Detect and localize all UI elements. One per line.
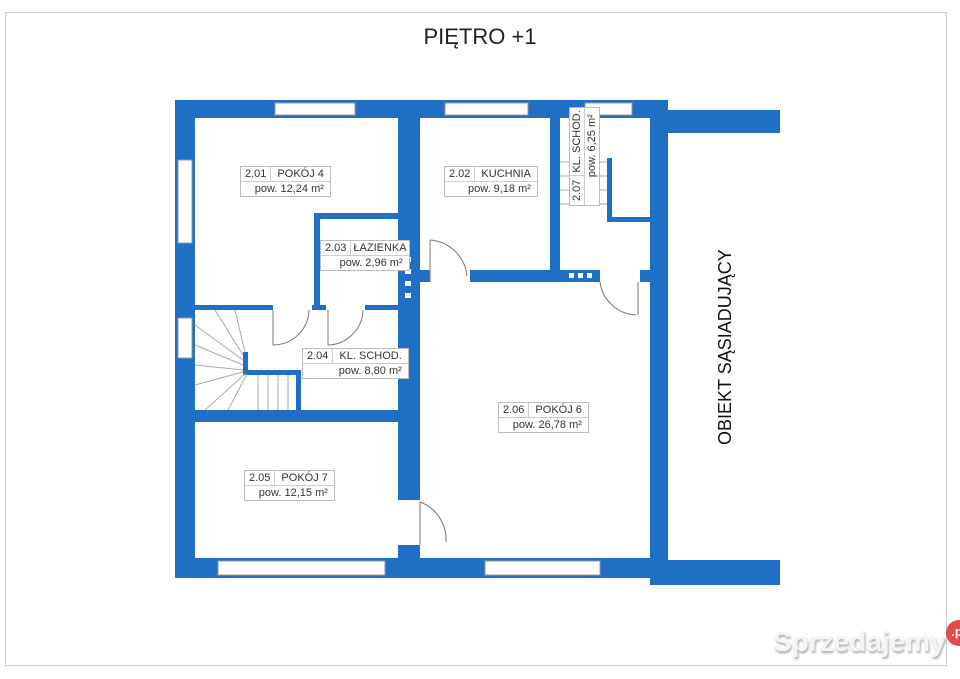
room-label-2-02: 2.02 KUCHNIA pow. 9,18 m²	[444, 166, 538, 197]
wall-stair-bottom-a	[195, 305, 273, 310]
room-label-2-05: 2.05 POKÓJ 7 pow. 12,15 m²	[244, 470, 335, 501]
room-name: ŁAZIENKA	[353, 242, 407, 254]
window	[177, 159, 193, 244]
room-area: pow. 6,25 m²	[586, 114, 598, 178]
wall-lazienka-left	[314, 213, 320, 305]
wall-neighbor-bottom	[650, 560, 780, 585]
door-stair207	[599, 281, 639, 316]
window	[274, 102, 356, 116]
wall-right	[650, 100, 668, 585]
plan-line	[405, 281, 411, 286]
plan-line	[405, 269, 411, 274]
room-number: 2.07	[570, 174, 584, 205]
room-number: 2.06	[499, 403, 530, 417]
wall-stair207-right-stub	[640, 270, 652, 282]
logo-badge: .pl	[945, 620, 960, 646]
room-area: pow. 12,24 m²	[254, 183, 324, 195]
doors	[272, 239, 639, 545]
room-name: KL. SCHOD.	[339, 350, 402, 362]
wall-stair-inner-h	[243, 370, 298, 375]
plan-line	[214, 309, 244, 356]
room-name: POKÓJ 4	[277, 168, 324, 180]
room-label-2-06: 2.06 POKÓJ 6 pow. 26,78 m²	[498, 402, 589, 433]
watermark-logo: Sprzedajemy.pl	[773, 620, 960, 658]
room-number: 2.05	[245, 471, 276, 485]
wall-stair-bottom-c	[365, 305, 400, 310]
room-number: 2.03	[321, 241, 352, 255]
door-kuchnia	[429, 239, 468, 282]
wall-pokoj7-top	[195, 410, 400, 422]
room-area: pow. 12,15 m²	[258, 487, 328, 499]
wall-stair207-inner-h	[607, 217, 652, 222]
wall-kuchnia-stub	[420, 270, 430, 282]
door-lazienka	[327, 309, 364, 346]
room-label-2-04: 2.04 KL. SCHOD. pow. 8,80 m²	[302, 348, 409, 379]
plan-line	[194, 324, 244, 361]
wall-kuchnia-right	[550, 118, 560, 282]
neighbor-building-label: OBIEKT SĄSIADUJĄCY	[715, 249, 735, 445]
plan-line	[194, 371, 244, 386]
room-name: POKÓJ 6	[535, 404, 582, 416]
window	[484, 560, 601, 576]
wall-lazienka-top	[314, 213, 400, 219]
window	[177, 317, 193, 359]
door-pokoj7	[419, 501, 447, 545]
wall-stair207-inner	[607, 158, 612, 220]
wall-neighbor-top	[650, 110, 780, 133]
door-pokoj4	[272, 309, 310, 346]
page-frame	[5, 12, 947, 666]
room-number: 2.02	[445, 167, 476, 181]
plan-line	[569, 273, 574, 278]
room-name: POKÓJ 7	[281, 472, 328, 484]
room-area: pow. 2,96 m²	[339, 257, 403, 269]
room-label-2-01: 2.01 POKÓJ 4 pow. 12,24 m²	[240, 166, 331, 197]
window	[444, 102, 529, 116]
room-area: pow. 9,18 m²	[467, 183, 531, 195]
wall-stair-inner-v2	[296, 370, 301, 410]
plan-line	[587, 273, 592, 278]
room-area: pow. 8,80 m²	[338, 365, 402, 377]
room-number: 2.04	[303, 349, 334, 363]
plan-line	[194, 344, 244, 366]
plan-line	[405, 293, 411, 298]
room-name: KUCHNIA	[481, 168, 531, 180]
plan-line	[227, 373, 248, 411]
wall-kuchnia-bottom	[470, 270, 560, 282]
window	[217, 560, 386, 576]
room-area: pow. 26,78 m²	[512, 419, 582, 431]
plan-line	[204, 373, 246, 411]
wall-stair-bottom-b	[312, 305, 326, 310]
plan-line	[234, 309, 246, 353]
plan-line	[194, 364, 244, 371]
room-name: KL. SCHOD.	[571, 110, 583, 173]
wall-stair-inner-v	[243, 352, 248, 374]
room-number: 2.01	[241, 167, 272, 181]
wall-middle-upper	[398, 100, 420, 500]
windows	[177, 102, 633, 576]
plan-line	[578, 273, 583, 278]
wall-middle-lower	[398, 545, 420, 578]
plan-title: PIĘTRO +1	[423, 24, 537, 49]
